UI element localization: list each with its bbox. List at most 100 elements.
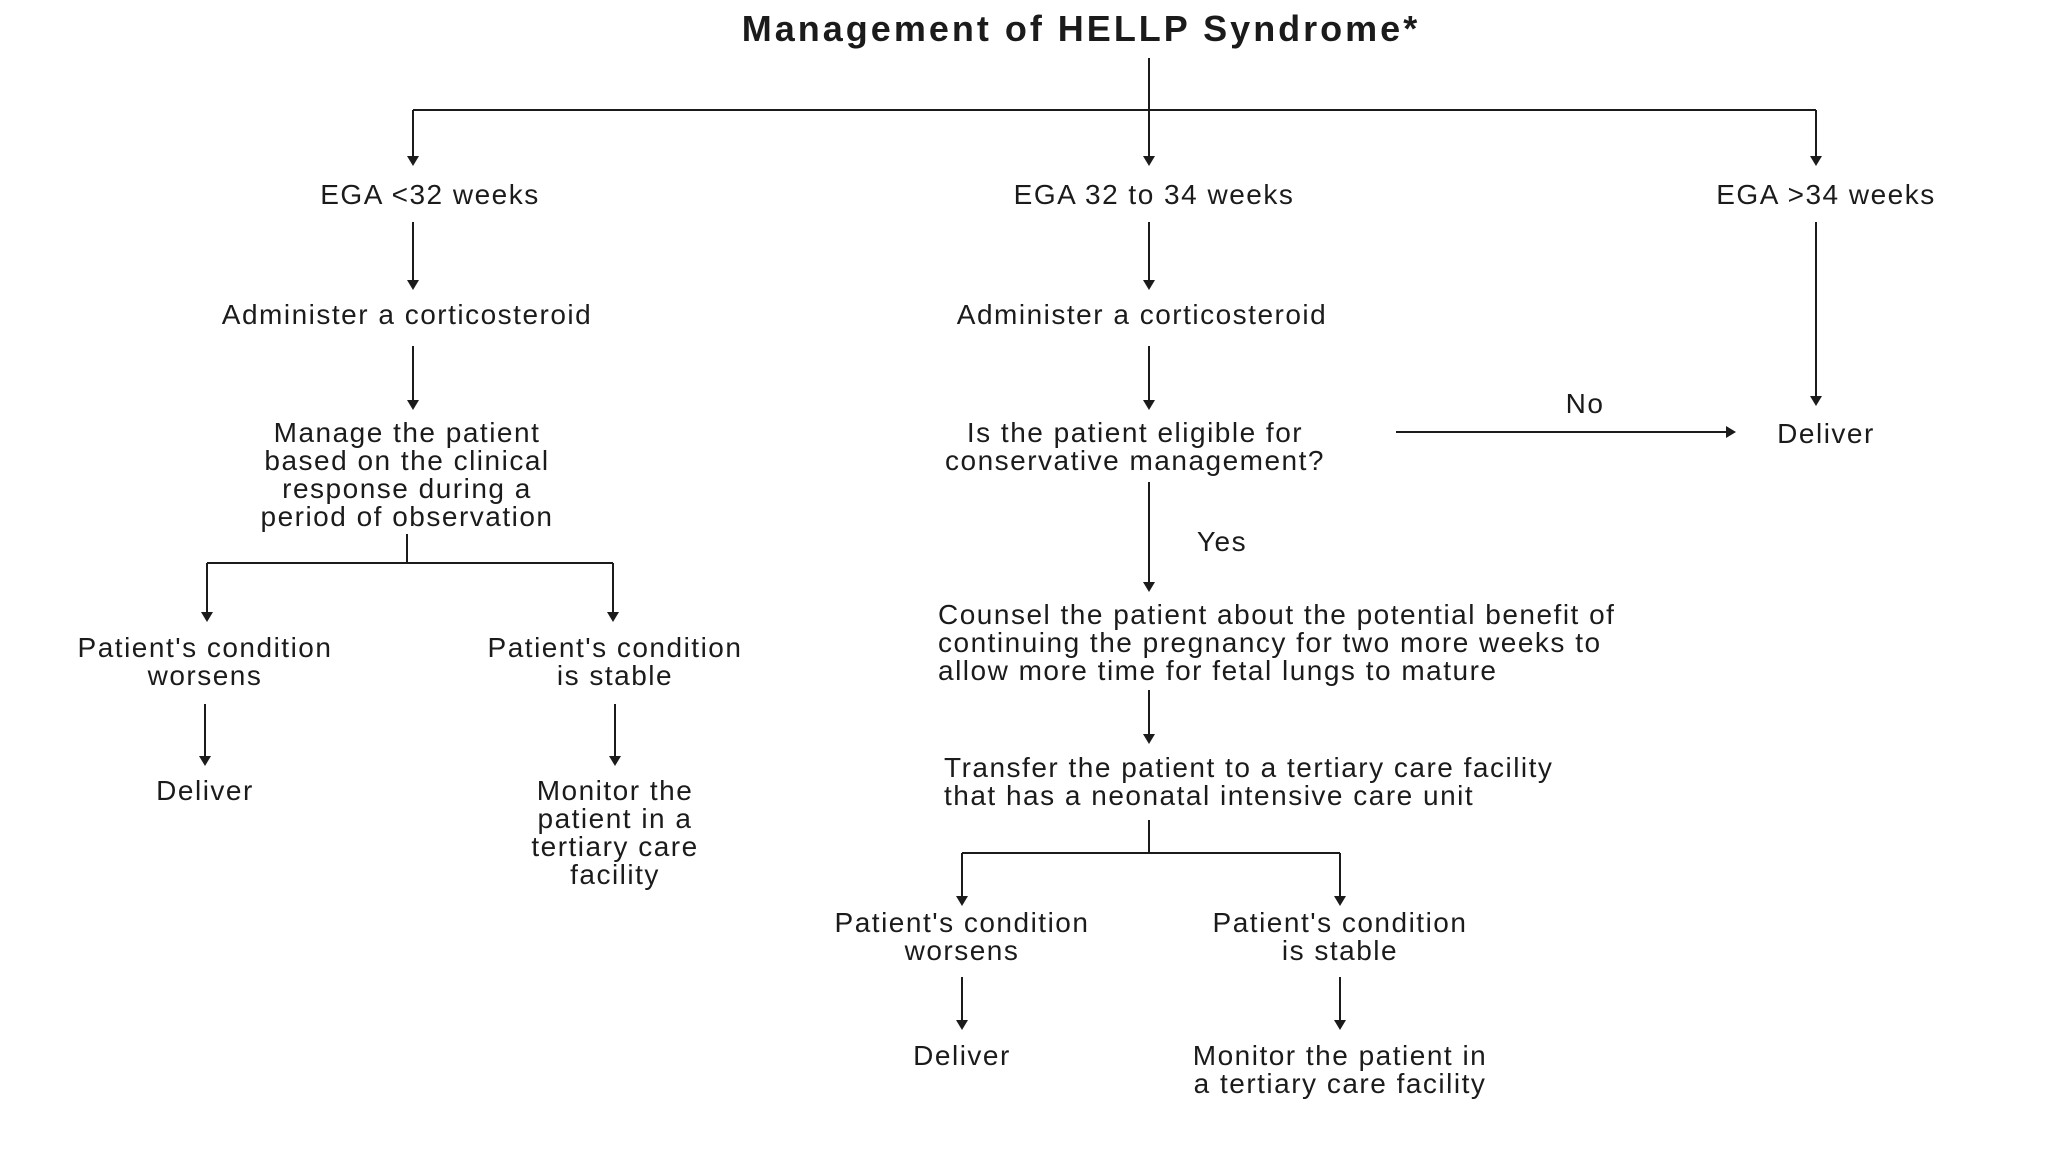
edge-counsel-to-transfer bbox=[1148, 690, 1150, 735]
node-deliver-middle: Deliver bbox=[913, 1042, 1011, 1070]
arrowhead-left-to-manage bbox=[407, 400, 419, 410]
edge-left-worsens-deliver bbox=[204, 704, 206, 757]
node-monitor-tertiary-left-line: patient in a bbox=[537, 803, 693, 834]
arrowhead-mid-stable-monitor bbox=[1334, 1020, 1346, 1030]
node-deliver-right: Deliver bbox=[1777, 420, 1875, 448]
arrowhead-left-split-worsens bbox=[201, 612, 213, 622]
arrowhead-left-worsens-deliver bbox=[199, 756, 211, 766]
node-manage-observation-line: period of observation bbox=[260, 501, 554, 532]
edge-left-to-manage bbox=[412, 346, 414, 401]
arrowhead-mid-worsens-deliver bbox=[956, 1020, 968, 1030]
arrowhead-mid-split-stable bbox=[1334, 896, 1346, 906]
node-transfer-tertiary-line: that has a neonatal intensive care unit bbox=[944, 780, 1475, 811]
edge-left-split-stub bbox=[406, 534, 408, 563]
node-counsel-patient: Counsel the patient about the potential … bbox=[938, 601, 1615, 685]
node-ega-32-to-34-weeks: EGA 32 to 34 weeks bbox=[1014, 181, 1295, 209]
node-manage-observation-line: based on the clinical bbox=[264, 445, 550, 476]
edge-mid-split-stable bbox=[1339, 853, 1341, 897]
node-monitor-tertiary-middle-line: Monitor the patient in bbox=[1192, 1040, 1488, 1071]
edge-drop-middle bbox=[1148, 110, 1150, 157]
arrowhead-mid-split-worsens bbox=[956, 896, 968, 906]
node-condition-worsens-left-line: Patient's condition bbox=[77, 632, 333, 663]
arrowhead-yes-branch bbox=[1143, 582, 1155, 592]
node-deliver-right-line: Deliver bbox=[1777, 418, 1875, 449]
page-title: Management of HELLP Syndrome* bbox=[741, 8, 1421, 49]
node-condition-stable-middle-line: is stable bbox=[1281, 935, 1399, 966]
arrowhead-drop-right bbox=[1810, 156, 1822, 166]
label-yes-line: Yes bbox=[1196, 526, 1248, 557]
edge-mid-split-stub bbox=[1148, 820, 1150, 853]
node-manage-observation-line: response during a bbox=[282, 473, 532, 504]
node-condition-worsens-middle-line: worsens bbox=[904, 935, 1020, 966]
node-monitor-tertiary-middle-line: a tertiary care facility bbox=[1193, 1068, 1487, 1099]
node-ega-over-34-weeks: EGA >34 weeks bbox=[1716, 181, 1936, 209]
arrowhead-left-split-stable bbox=[607, 612, 619, 622]
edge-right-to-deliver bbox=[1815, 222, 1817, 397]
node-transfer-tertiary-line: Transfer the patient to a tertiary care … bbox=[944, 752, 1554, 783]
edge-mid-stable-monitor bbox=[1339, 977, 1341, 1021]
node-deliver-left: Deliver bbox=[156, 777, 254, 805]
node-condition-worsens-left-line: worsens bbox=[147, 660, 263, 691]
label-yes: Yes bbox=[1197, 528, 1247, 556]
edge-left-stable-monitor bbox=[614, 704, 616, 757]
node-eligibility-question-line: conservative management? bbox=[945, 445, 1325, 476]
edge-drop-right bbox=[1815, 110, 1817, 157]
node-ega-over-34-weeks-line: EGA >34 weeks bbox=[1716, 179, 1936, 210]
node-condition-worsens-middle-line: Patient's condition bbox=[834, 907, 1090, 938]
node-condition-stable-left-line: is stable bbox=[556, 660, 674, 691]
edge-title-stub bbox=[1148, 58, 1150, 110]
node-administer-corticosteroid-middle-line: Administer a corticosteroid bbox=[956, 299, 1328, 330]
label-no: No bbox=[1566, 390, 1605, 418]
label-no-line: No bbox=[1565, 388, 1605, 419]
node-condition-stable-left-line: Patient's condition bbox=[487, 632, 743, 663]
edge-left-to-corticosteroid bbox=[412, 222, 414, 281]
arrowhead-left-stable-monitor bbox=[609, 756, 621, 766]
edge-left-split-bar bbox=[207, 562, 613, 564]
node-deliver-left-line: Deliver bbox=[156, 775, 254, 806]
node-monitor-tertiary-left-line: tertiary care bbox=[531, 831, 699, 862]
node-deliver-middle-line: Deliver bbox=[913, 1040, 1011, 1071]
arrowhead-drop-left bbox=[407, 156, 419, 166]
node-manage-observation-line: Manage the patient bbox=[273, 417, 541, 448]
node-administer-corticosteroid-left-line: Administer a corticosteroid bbox=[221, 299, 593, 330]
node-transfer-tertiary: Transfer the patient to a tertiary care … bbox=[944, 754, 1553, 810]
edge-drop-left bbox=[412, 110, 414, 157]
edge-mid-to-question bbox=[1148, 346, 1150, 401]
arrowhead-mid-to-corticosteroid bbox=[1143, 280, 1155, 290]
node-counsel-patient-line: allow more time for fetal lungs to matur… bbox=[938, 655, 1498, 686]
node-monitor-tertiary-left-line: facility bbox=[570, 859, 660, 890]
arrowhead-no-branch bbox=[1726, 426, 1736, 438]
node-ega-under-32-weeks: EGA <32 weeks bbox=[320, 181, 540, 209]
edge-left-split-worsens bbox=[206, 563, 208, 613]
edge-mid-worsens-deliver bbox=[961, 977, 963, 1021]
edge-no-branch bbox=[1396, 431, 1727, 433]
node-eligibility-question-line: Is the patient eligible for bbox=[966, 417, 1304, 448]
node-counsel-patient-line: Counsel the patient about the potential … bbox=[938, 599, 1616, 630]
node-counsel-patient-line: continuing the pregnancy for two more we… bbox=[938, 627, 1602, 658]
edge-mid-split-worsens bbox=[961, 853, 963, 897]
node-administer-corticosteroid-left: Administer a corticosteroid bbox=[222, 301, 592, 329]
edge-top-bar bbox=[413, 109, 1816, 111]
node-ega-32-to-34-weeks-line: EGA 32 to 34 weeks bbox=[1013, 179, 1295, 210]
arrowhead-mid-to-question bbox=[1143, 400, 1155, 410]
edge-mid-split-bar bbox=[962, 852, 1340, 854]
node-ega-under-32-weeks-line: EGA <32 weeks bbox=[320, 179, 540, 210]
edge-mid-to-corticosteroid bbox=[1148, 222, 1150, 281]
arrowhead-right-to-deliver bbox=[1810, 396, 1822, 406]
arrowhead-left-to-corticosteroid bbox=[407, 280, 419, 290]
node-monitor-tertiary-left-line: Monitor the bbox=[536, 775, 694, 806]
edge-yes-branch bbox=[1148, 482, 1150, 583]
edge-left-split-stable bbox=[612, 563, 614, 613]
arrowhead-counsel-to-transfer bbox=[1143, 734, 1155, 744]
arrowhead-drop-middle bbox=[1143, 156, 1155, 166]
node-administer-corticosteroid-middle: Administer a corticosteroid bbox=[957, 301, 1327, 329]
